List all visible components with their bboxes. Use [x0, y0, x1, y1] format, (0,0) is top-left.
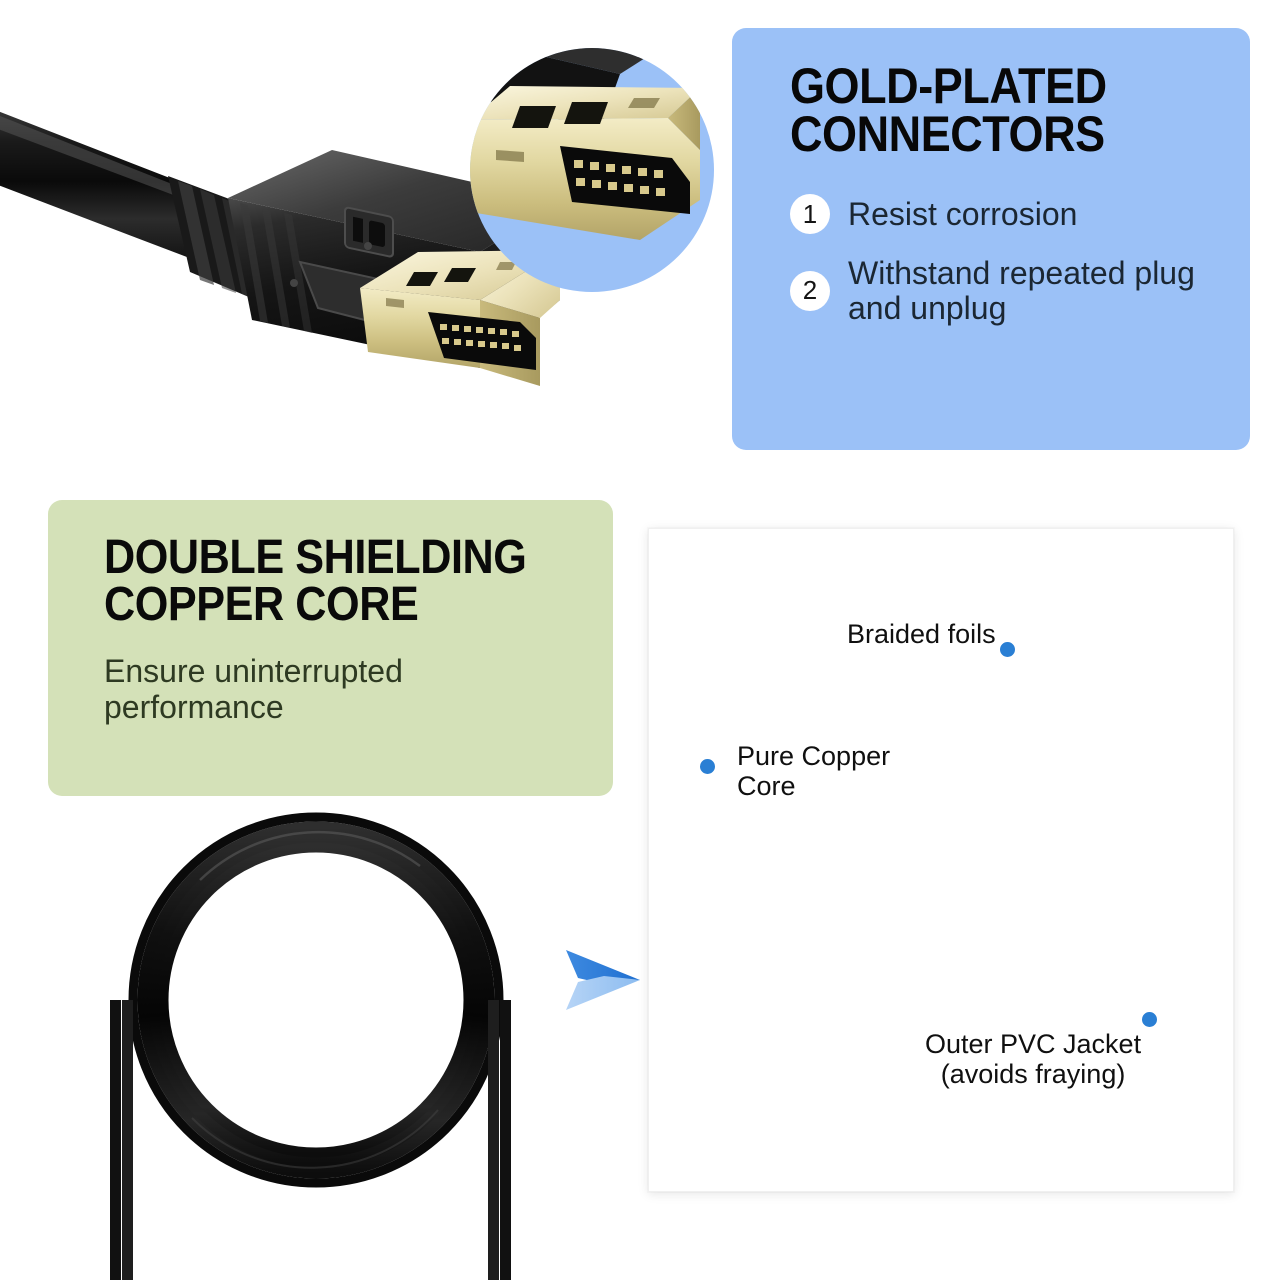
bullet-number-badge: 1: [790, 194, 830, 234]
double-shielding-subtitle: Ensure uninterrupted performance: [104, 653, 403, 725]
bullet-text: Resist corrosion: [848, 195, 1078, 232]
callout-dot-pure-copper-core: [700, 759, 715, 774]
callout-label-outer-pvc-jacket: Outer PVC Jacket (avoids fraying): [925, 1029, 1142, 1090]
bullet-number-badge: 2: [790, 270, 830, 311]
gold-plated-bullet-list: 1 Resist corrosion 2 Withstand repeated …: [790, 194, 1222, 325]
blue-right-arrow-icon: [566, 950, 640, 1010]
callout-dot-braided-foils: [1000, 642, 1015, 657]
callout-label-pure-copper-core: Pure Copper Core: [737, 741, 891, 802]
gold-plated-title: GOLD-PLATED CONNECTORS: [790, 58, 1107, 162]
list-item: 1 Resist corrosion: [790, 194, 1222, 234]
double-shielding-panel: DOUBLE SHIELDING COPPER CORE Ensure unin…: [48, 500, 613, 796]
displayport-logo-icon: [344, 206, 394, 258]
bullet-text: Withstand repeated plug and unplug: [848, 255, 1195, 326]
connector-cable-lead: [0, 111, 200, 262]
gold-plated-connectors-panel: GOLD-PLATED CONNECTORS 1 Resist corrosio…: [732, 28, 1250, 450]
coiled-cable-graphic: [110, 812, 511, 1280]
double-shielding-title: DOUBLE SHIELDING COPPER CORE: [104, 531, 527, 632]
callout-label-braided-foils: Braided foils: [847, 619, 996, 649]
list-item: 2 Withstand repeated plug and unplug: [790, 256, 1222, 325]
callout-dot-outer-pvc-jacket: [1142, 1012, 1157, 1027]
cable-cutaway-card: Braided foils Pure Copper Core Outer PVC…: [648, 528, 1234, 1192]
